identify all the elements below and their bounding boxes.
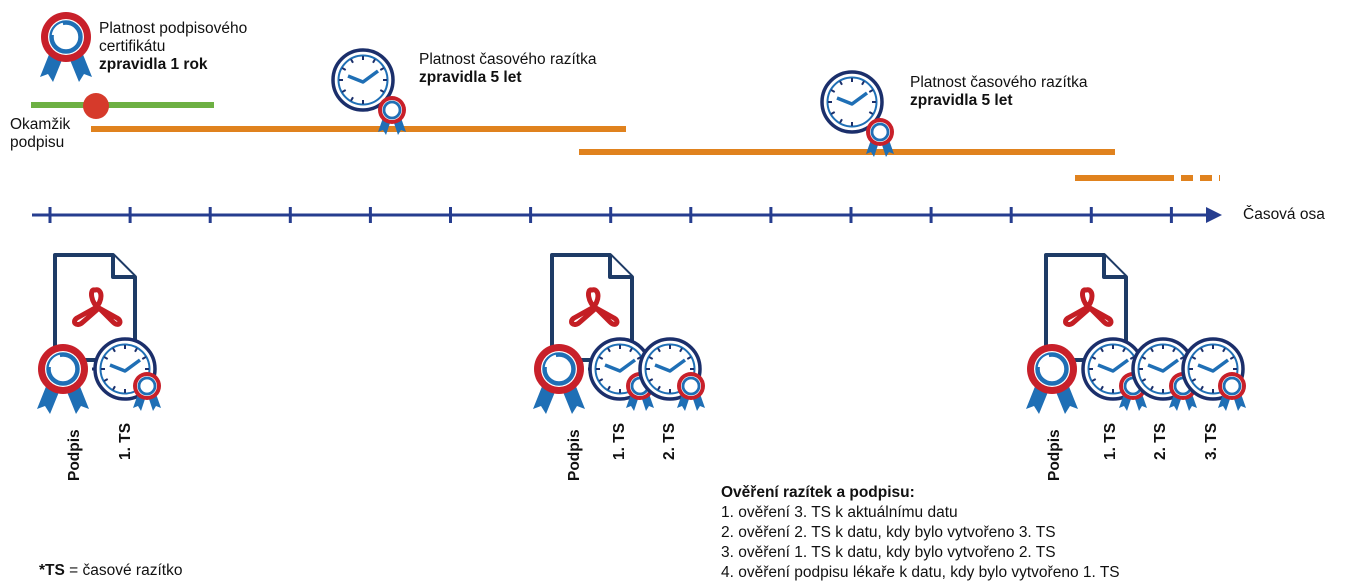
verification-steps: Ověření razítek a podpisu: 1. ověření 3.… xyxy=(721,483,1120,583)
time-axis-ticks xyxy=(48,207,1173,223)
verification-step-list: 1. ověření 3. TS k aktuálnímu datu 2. ov… xyxy=(721,503,1120,583)
group3-signature-label: Podpis xyxy=(1046,429,1063,481)
certificate-duration: zpravidla 1 rok xyxy=(99,56,208,73)
group2-signature-label: Podpis xyxy=(566,429,583,481)
signing-moment-dot xyxy=(83,93,109,119)
certificate-label-line1: Platnost podpisového xyxy=(99,20,248,37)
signature-seal-icon-2 xyxy=(533,344,585,414)
group2-ts2-label: 2. TS xyxy=(661,422,678,460)
verification-step: 2. ověření 2. TS k datu, kdy bylo vytvoř… xyxy=(721,524,1056,541)
signature-seal-icon-3 xyxy=(1026,344,1078,414)
time-axis-arrowhead xyxy=(1206,207,1222,223)
group3-ts1-label: 1. TS xyxy=(1102,422,1119,460)
group1-signature-label: Podpis xyxy=(66,429,83,481)
footnote-definition: = časové razítko xyxy=(64,562,183,579)
seal-icon-g2-ts2 xyxy=(675,370,707,413)
verification-step: 4. ověření podpisu lékaře k datu, kdy by… xyxy=(721,564,1120,581)
group1-ts1-label: 1. TS xyxy=(117,422,134,460)
signing-moment-label: Okamžik podpisu xyxy=(10,116,70,152)
group3-ts3-label: 3. TS xyxy=(1203,422,1220,460)
certificate-label-line2: certifikátu xyxy=(99,38,166,55)
signature-seal-icon-1 xyxy=(37,344,89,414)
signing-moment-line1: Okamžik xyxy=(10,116,71,133)
group2-ts1-label: 1. TS xyxy=(611,422,628,460)
signing-moment-line2: podpisu xyxy=(10,134,65,151)
certificate-seal-icon xyxy=(40,12,92,82)
certificate-validity-label: Platnost podpisového certifikátu zpravid… xyxy=(99,20,247,74)
verification-step: 1. ověření 3. TS k aktuálnímu datu xyxy=(721,504,958,521)
verification-step: 3. ověření 1. TS k datu, kdy bylo vytvoř… xyxy=(721,544,1056,561)
seal-icon-g3-ts3 xyxy=(1216,370,1248,413)
group3-ts2-label: 2. TS xyxy=(1152,422,1169,460)
timestamp-validity-label-2: Platnost časového razítka zpravidla 5 le… xyxy=(910,74,1088,110)
time-axis-label: Časová osa xyxy=(1243,206,1325,223)
timestamp-duration-1: zpravidla 5 let xyxy=(419,69,522,86)
timestamp-label-2: Platnost časového razítka xyxy=(910,74,1088,91)
verification-title: Ověření razítek a podpisu: xyxy=(721,484,915,501)
footnote-abbreviation: *TS xyxy=(39,562,65,579)
timestamp-label-1: Platnost časového razítka xyxy=(419,51,597,68)
seal-icon-g1-ts1 xyxy=(131,370,163,413)
timestamp-validity-label-1: Platnost časového razítka zpravidla 5 le… xyxy=(419,51,597,87)
ts-footnote: *TS = časové razítko xyxy=(39,562,182,580)
timestamp-duration-2: zpravidla 5 let xyxy=(910,92,1013,109)
